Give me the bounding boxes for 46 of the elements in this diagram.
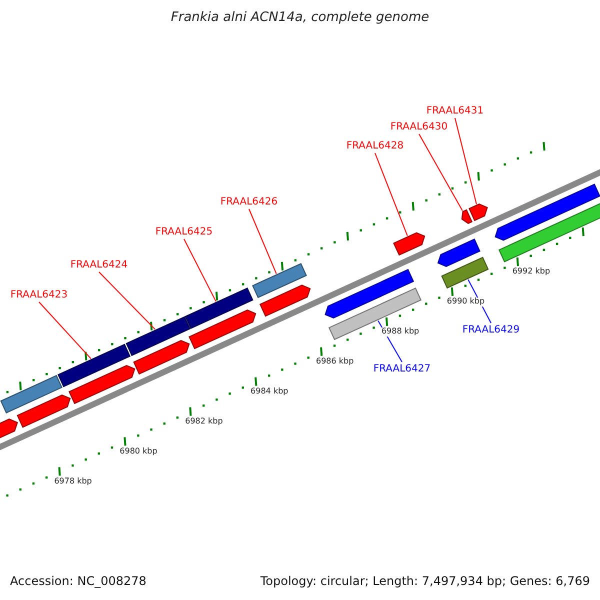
leader-line — [248, 208, 277, 274]
gene-feature — [133, 340, 190, 375]
footer-text: Topology: circular; Length: 7,497,934 bp; Genes: 6,769 — [260, 574, 590, 588]
gene-feature — [259, 284, 311, 317]
leader-line — [374, 152, 408, 236]
scale-label: 6980 kbp — [118, 447, 158, 456]
leader-line — [98, 272, 156, 330]
gene-feature — [461, 209, 473, 224]
footer-text: Accession: NC_008278 — [10, 574, 146, 588]
gene-feature — [58, 344, 131, 388]
gene-label: FRAAL6430 — [390, 122, 448, 132]
gene-feature — [188, 310, 256, 350]
gene-feature — [498, 202, 600, 262]
gene-feature — [252, 263, 307, 298]
scale-label: 6978 kbp — [53, 477, 93, 486]
gene-feature — [393, 232, 426, 256]
gene-feature — [126, 316, 191, 356]
leader-line — [184, 238, 216, 302]
gene-feature — [68, 364, 136, 404]
gene-feature — [328, 288, 422, 340]
scale-label: 6992 kbp — [511, 268, 552, 276]
gene-label: FRAAL6427 — [373, 364, 431, 374]
leader-line — [418, 134, 463, 212]
gene-label: FRAAL6423 — [10, 290, 68, 300]
gene-feature — [184, 288, 254, 329]
gene-label: FRAAL6424 — [70, 260, 128, 270]
gene-feature — [0, 374, 62, 414]
leader-line — [38, 302, 92, 360]
leader-line — [454, 118, 477, 205]
scale-label: 6988 kbp — [380, 328, 420, 336]
scale-label: 6984 kbp — [250, 387, 290, 396]
gene-label: FRAAL6428 — [346, 140, 404, 152]
gene-feature — [494, 184, 600, 241]
scale-label: 6986 kbp — [315, 358, 355, 366]
gene-feature — [16, 394, 71, 428]
gene-feature — [324, 268, 414, 319]
scale-label: 6990 kbp — [446, 298, 486, 306]
gene-feature — [468, 204, 488, 222]
gene-label: FRAAL6429 — [462, 324, 520, 336]
gene-label: FRAAL6425 — [155, 226, 213, 238]
gene-feature — [441, 256, 489, 289]
scale-label: 6982 kbp — [184, 417, 224, 426]
gene-label: FRAAL6431 — [426, 106, 484, 116]
map-title: Frankia alni ACN14a, complete genome — [170, 10, 430, 26]
gene-label: FRAAL6426 — [220, 196, 278, 208]
gene-feature — [437, 238, 480, 267]
